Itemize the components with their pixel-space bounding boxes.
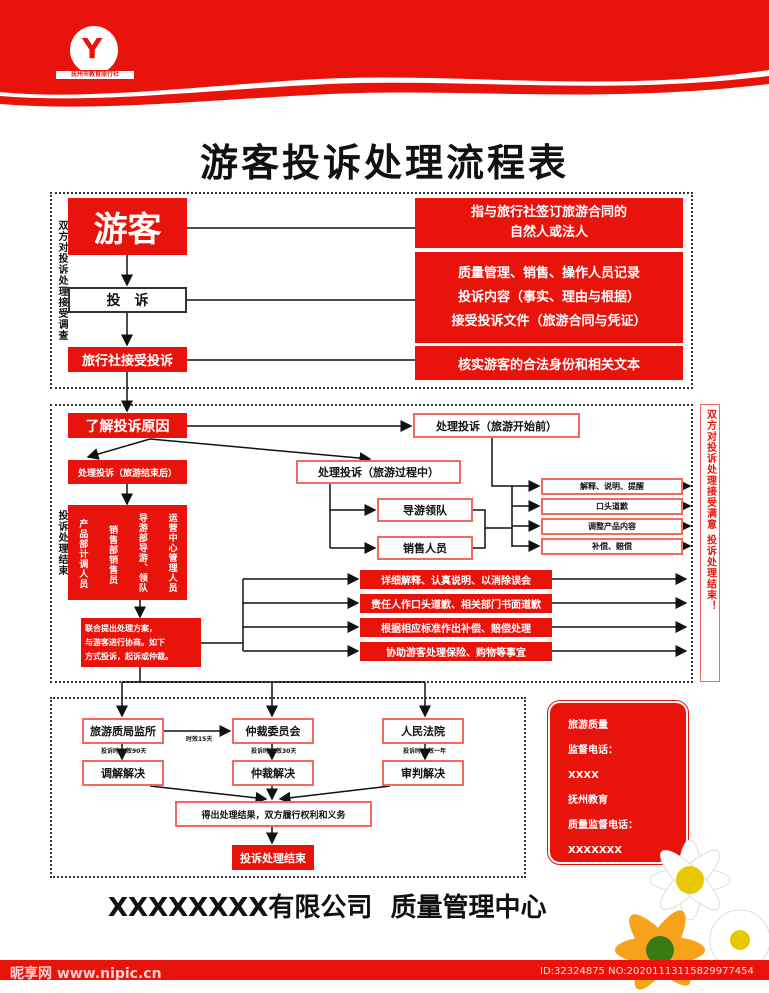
staff-box: 运营中心管理人员 导游部导游、领队 销售部销售员 产品部计调人员 <box>68 505 187 600</box>
info-line: 监督电话： <box>568 745 618 756</box>
arbitration-committee-box: 仲裁委员会 <box>232 718 314 744</box>
tourist-definition-box: 指与旅行社签订旅游合同的自然人或法人 <box>415 198 683 248</box>
tourist-box: 游客 <box>68 198 187 255</box>
quality-bureau-box: 旅游质局监所 <box>82 718 164 744</box>
record-box: 质量管理、销售、操作人员记录投诉内容（事实、理由与根据） 接受投诉文件（旅游合同与… <box>415 252 683 343</box>
limit-label: 效一年 <box>428 748 447 755</box>
court-box: 人民法院 <box>382 718 464 744</box>
mediation-box: 调解解决 <box>82 760 164 786</box>
logo-ribbon: 抚州市教育旅行社 <box>55 70 135 80</box>
section-legal <box>50 697 526 878</box>
remedy-box: 补偿、赔偿 <box>541 538 683 555</box>
page-title: 游客投诉处理流程表 <box>199 141 569 185</box>
arbitration-box: 仲裁解决 <box>232 760 314 786</box>
side-label-investigation: 双方对投诉处理接受调查 <box>56 220 67 341</box>
text-line: 自然人或法人 <box>509 225 588 240</box>
text-line: 与游客进行协商。如下 <box>85 637 165 647</box>
limit-label: 效30天 <box>276 748 297 755</box>
staff-ops: 运营中心管理人员 <box>166 513 177 593</box>
action-box: 详细解释、认真说明、以消除误会 <box>360 570 552 589</box>
text-line: 方式投诉，起诉或仲裁。 <box>85 651 173 661</box>
action-box: 协助游客处理保险、购物等事宜 <box>360 642 552 661</box>
limit-label: 投诉时 <box>101 748 120 755</box>
text-line: 指与旅行社签订旅游合同的 <box>470 205 627 220</box>
watermark-site: 昵享网 www.nipic.cn <box>10 966 162 982</box>
remedy-box: 解释、说明、提醒 <box>541 478 683 495</box>
side-label-end: 投诉处理结束 <box>56 510 67 576</box>
understand-cause-box: 了解投诉原因 <box>68 413 187 438</box>
text-line: 质量管理、销售、操作人员记录 <box>457 265 640 281</box>
header-band <box>0 0 769 107</box>
limit-label: 投诉时 <box>403 748 422 755</box>
info-box: 旅游质量监督电话： XXXX 抚州教育 质量监督电话： XXXXXXX <box>547 700 689 865</box>
remedy-box: 口头道歉 <box>541 498 683 515</box>
side-label-satisfied: 双方对投诉处理接受满意 投诉处理结束！ <box>700 404 720 682</box>
guide-leader-box: 导游领队 <box>377 498 473 522</box>
handle-after-box: 处理投诉（旅游结束后） <box>68 460 187 484</box>
info-line: XXXXXXX <box>568 845 622 856</box>
limit-label: 投诉时 <box>251 748 270 755</box>
action-box: 责任人作口头道歉、相关部门书面道歉 <box>360 594 552 613</box>
transfer-limit-label: 时效15天 <box>186 736 213 743</box>
section-intake <box>50 192 693 389</box>
remedy-box: 调整产品内容 <box>541 518 683 535</box>
staff-sales: 销售部销售员 <box>107 525 118 585</box>
info-line: 旅游质量 <box>568 720 608 731</box>
text-line: 联合提出处理方案， <box>85 623 157 633</box>
sales-staff-box: 销售人员 <box>377 536 473 560</box>
agency-accept-box: 旅行社接受投诉 <box>68 347 187 372</box>
trial-box: 审判解决 <box>382 760 464 786</box>
limit-label: 效90天 <box>126 748 147 755</box>
handle-before-box: 处理投诉（旅游开始前） <box>413 413 580 438</box>
watermark-id: ID:32324875 NO:20201113115829977454 <box>540 966 754 977</box>
result-box: 得出处理结果，双方履行权利和义务 <box>175 801 372 827</box>
joint-proposal-box: 联合提出处理方案， 与游客进行协商。如下方式投诉，起诉或仲裁。 <box>81 618 201 667</box>
logo: Y <box>70 26 118 74</box>
complaint-box: 投 诉 <box>68 287 187 313</box>
info-line: XXXX <box>568 770 599 781</box>
action-box: 根据相应标准作出补偿、赔偿处理 <box>360 618 552 637</box>
text-line: 接受投诉文件（旅游合同与凭证） <box>451 313 647 329</box>
company-name: XXXXXXXX有限公司 质量管理中心 <box>108 893 547 923</box>
text-line: 投诉内容（事实、理由与根据） <box>457 289 640 305</box>
info-line: 抚州教育 <box>568 795 608 806</box>
end-box: 投诉处理结束 <box>232 845 314 870</box>
verify-box: 核实游客的合法身份和相关文本 <box>415 346 683 380</box>
info-line: 质量监督电话： <box>568 820 638 831</box>
staff-guide: 导游部导游、领队 <box>136 513 147 593</box>
handle-during-box: 处理投诉（旅游过程中） <box>296 460 461 484</box>
bottom-band <box>0 960 769 980</box>
staff-product: 产品部计调人员 <box>77 519 88 589</box>
